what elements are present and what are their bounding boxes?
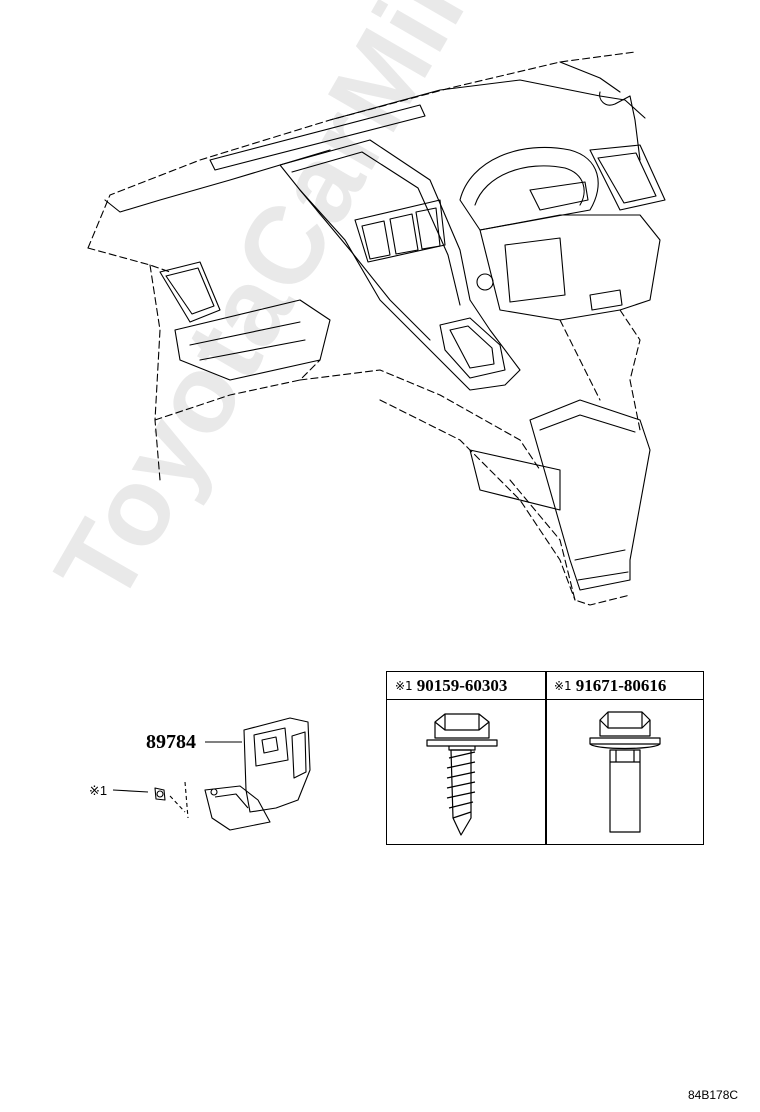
tapping-screw-icon [426, 713, 498, 836]
part-number-label: 89784 [146, 731, 196, 753]
fastener-part-number: 91671-80616 [575, 675, 667, 695]
fastener-header-1: ※1 90159-60303 [387, 672, 545, 700]
table-divider [545, 672, 547, 844]
fastener-callout: ※1 [89, 783, 108, 798]
fastener-header-2: ※1 91671-80616 [546, 672, 704, 700]
fastener-table: ※1 90159-60303 ※1 91671-80616 [386, 671, 704, 845]
fastener-mark: ※1 [554, 678, 572, 693]
fastener-mark: ※1 [395, 678, 413, 693]
figure-code: 84B178C [688, 1088, 739, 1102]
flange-bolt-icon [589, 711, 661, 833]
fastener-part-number: 90159-60303 [416, 675, 508, 695]
dashboard-illustration [87, 51, 666, 606]
